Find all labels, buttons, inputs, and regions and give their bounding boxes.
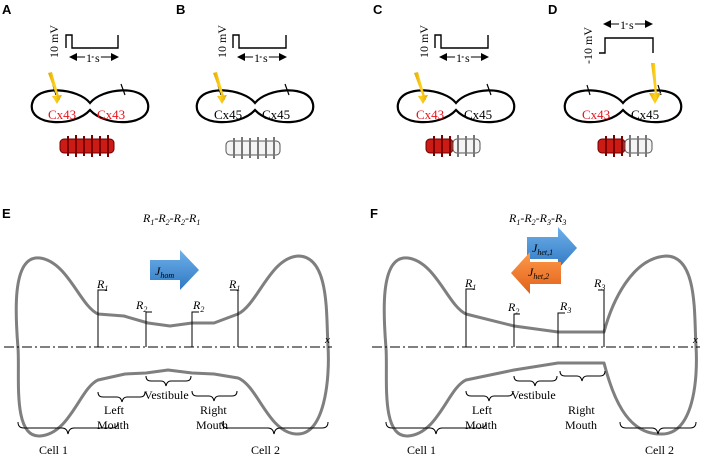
voltage-pulse-a: 10 mV 1 s bbox=[47, 25, 119, 67]
r-label: R2 bbox=[192, 298, 204, 314]
right-connexin-d: Cx45 bbox=[631, 107, 659, 122]
region-right-mouth-e: Mouth bbox=[196, 418, 228, 432]
left-connexin-a: Cx43 bbox=[48, 107, 76, 122]
region-cell-1-e: Cell 1 bbox=[39, 443, 68, 457]
region-vestibule-f: Vestibule bbox=[511, 388, 556, 402]
region-left-mouth-e: Mouth bbox=[97, 418, 129, 432]
panel-e: E R1-R2-R2-R1 x R1 R2 R2 R1 Jhom Cell 1 … bbox=[2, 206, 332, 457]
stimulation-arrow-icon bbox=[213, 72, 227, 104]
panel-f-title: R1-R2-R3-R3 bbox=[508, 211, 566, 227]
voltage-label-d: -10 mV bbox=[581, 27, 595, 64]
region-vestibule-e: Vestibule bbox=[144, 388, 189, 402]
panel-d: D -10 mV 1 s Cx43 Cx45 bbox=[548, 2, 683, 157]
time-label-c: 1 s bbox=[456, 51, 470, 65]
gap-junction-channel-icon bbox=[597, 135, 653, 157]
flux-arrow-icon: Jhom bbox=[150, 250, 199, 290]
cell-outline-f bbox=[382, 254, 698, 438]
panel-a: A 10 mV 1 s Cx43 Cx43 bbox=[2, 2, 150, 157]
r-markers-f bbox=[465, 288, 605, 347]
region-cell-2-f: Cell 2 bbox=[645, 443, 674, 457]
stimulation-arrow-icon bbox=[48, 72, 62, 104]
panel-e-title: R1-R2-R2-R1 bbox=[142, 211, 200, 227]
voltage-pulse-c: 10 mV 1 s bbox=[417, 25, 489, 67]
cell-pair-d: Cx43 Cx45 bbox=[563, 63, 683, 124]
region-cell-2-e: Cell 2 bbox=[251, 443, 280, 457]
voltage-label-b: 10 mV bbox=[215, 25, 229, 58]
gap-junction-channel-icon bbox=[225, 137, 281, 159]
panel-letter-c: C bbox=[373, 2, 383, 17]
flux-label-het-2: Jhet,2 bbox=[528, 265, 549, 281]
voltage-label-c: 10 mV bbox=[417, 25, 431, 58]
panel-b: B 10 mV 1 s Cx45 Cx45 bbox=[176, 2, 315, 159]
time-label-d: 1 s bbox=[620, 18, 634, 32]
panel-c: C 10 mV 1 s Cx43 Cx45 bbox=[373, 2, 516, 157]
right-connexin-c: Cx45 bbox=[464, 107, 492, 122]
left-connexin-b: Cx45 bbox=[214, 107, 242, 122]
left-connexin-d: Cx43 bbox=[582, 107, 610, 122]
region-left-mouth-f: Mouth bbox=[465, 418, 497, 432]
left-connexin-c: Cx43 bbox=[416, 107, 444, 122]
gap-junction-channel-icon bbox=[425, 135, 481, 157]
voltage-pulse-d: -10 mV 1 s bbox=[581, 16, 654, 64]
electrode-icon bbox=[284, 83, 290, 96]
electrode-icon bbox=[586, 84, 591, 96]
region-braces-e bbox=[17, 375, 329, 435]
flux-arrow-icon: Jhet,2 bbox=[511, 252, 561, 294]
panel-letter-b: B bbox=[176, 2, 185, 17]
electrode-icon bbox=[120, 83, 126, 96]
stimulation-arrow-icon bbox=[414, 72, 428, 104]
time-label-b: 1 s bbox=[254, 51, 268, 65]
axis-label-f: x bbox=[692, 334, 698, 346]
region-right-mouth-f: Mouth bbox=[565, 418, 597, 432]
region-cell-1-f: Cell 1 bbox=[407, 443, 436, 457]
axis-label-e: x bbox=[324, 334, 330, 346]
region-left-f: Left bbox=[472, 403, 493, 417]
panel-letter-f: F bbox=[370, 206, 378, 221]
region-braces-f bbox=[385, 370, 697, 435]
r-label: R3 bbox=[593, 276, 605, 292]
r-label: R3 bbox=[559, 299, 571, 315]
r-label: R2 bbox=[135, 298, 147, 314]
flux-arrow-icon: Jhet,1 bbox=[527, 227, 577, 269]
flux-label-het-1: Jhet,1 bbox=[532, 241, 553, 257]
r-label: R1 bbox=[228, 277, 240, 293]
panel-letter-a: A bbox=[2, 2, 12, 17]
r-label: R2 bbox=[507, 300, 519, 316]
region-left-e: Left bbox=[104, 403, 125, 417]
r-markers-e bbox=[97, 289, 239, 347]
voltage-pulse-b: 10 mV 1 s bbox=[215, 25, 287, 67]
region-right-f: Right bbox=[568, 403, 595, 417]
right-connexin-b: Cx45 bbox=[262, 107, 290, 122]
region-right-e: Right bbox=[200, 403, 227, 417]
flux-label-hom: Jhom bbox=[155, 264, 174, 280]
cell-pair-c: Cx43 Cx45 bbox=[396, 72, 516, 124]
cell-outline-e bbox=[14, 254, 330, 438]
right-connexin-a: Cx43 bbox=[97, 107, 125, 122]
voltage-label-a: 10 mV bbox=[47, 25, 61, 58]
cell-pair-b: Cx45 Cx45 bbox=[195, 72, 315, 124]
gap-junction-channel-icon bbox=[59, 135, 115, 157]
r-label: R1 bbox=[464, 276, 476, 292]
panel-letter-e: E bbox=[2, 206, 11, 221]
stimulation-arrow-icon bbox=[649, 63, 661, 104]
panel-f: F R1-R2-R3-R3 x R1 R2 R3 R3 Jhet,1 Jhet,… bbox=[370, 206, 700, 457]
electrode-icon bbox=[486, 83, 492, 96]
time-label-a: 1 s bbox=[86, 51, 100, 65]
r-label: R1 bbox=[96, 277, 108, 293]
panel-letter-d: D bbox=[548, 2, 557, 17]
cell-pair-a: Cx43 Cx43 bbox=[30, 72, 150, 124]
